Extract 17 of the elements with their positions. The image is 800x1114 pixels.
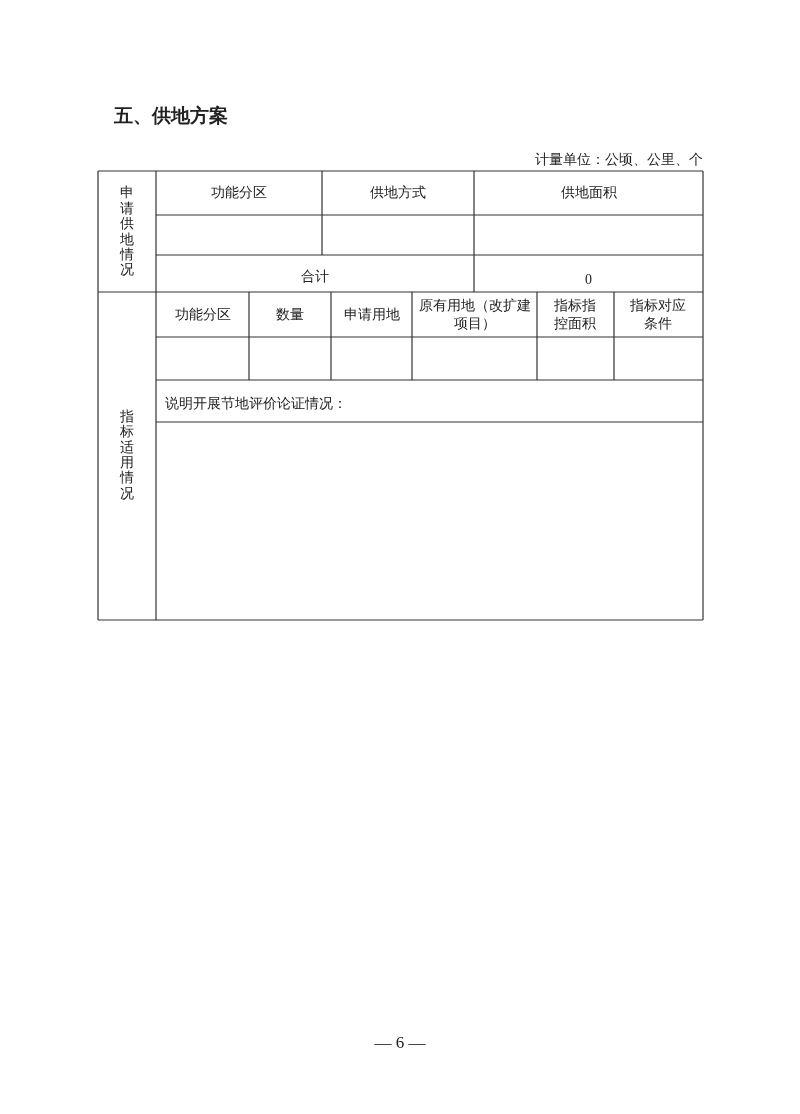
instruction-text: 说明开展节地评价论证情况： [165,395,347,413]
column-header: 指标对应条件 [629,297,688,332]
column-header: 供地方式 [370,184,426,202]
column-header: 数量 [276,305,304,324]
row-header: 指标适用情况 [120,408,134,502]
page-number: — 6 — [374,1032,426,1054]
total-value: 0 [585,271,592,289]
column-header: 申请用地 [343,305,400,324]
total-label: 合计 [301,268,329,286]
unit-note: 计量单位：公顷、公里、个 [535,151,703,169]
column-header: 指标指控面积 [553,297,598,332]
column-header: 原有用地（改扩建项目） [417,297,532,332]
column-header: 功能分区 [211,184,267,202]
column-header: 功能分区 [174,305,231,324]
column-header: 供地面积 [560,184,617,202]
row-header: 申请供地情况 [120,185,134,278]
section-heading: 五、供地方案 [114,103,228,128]
